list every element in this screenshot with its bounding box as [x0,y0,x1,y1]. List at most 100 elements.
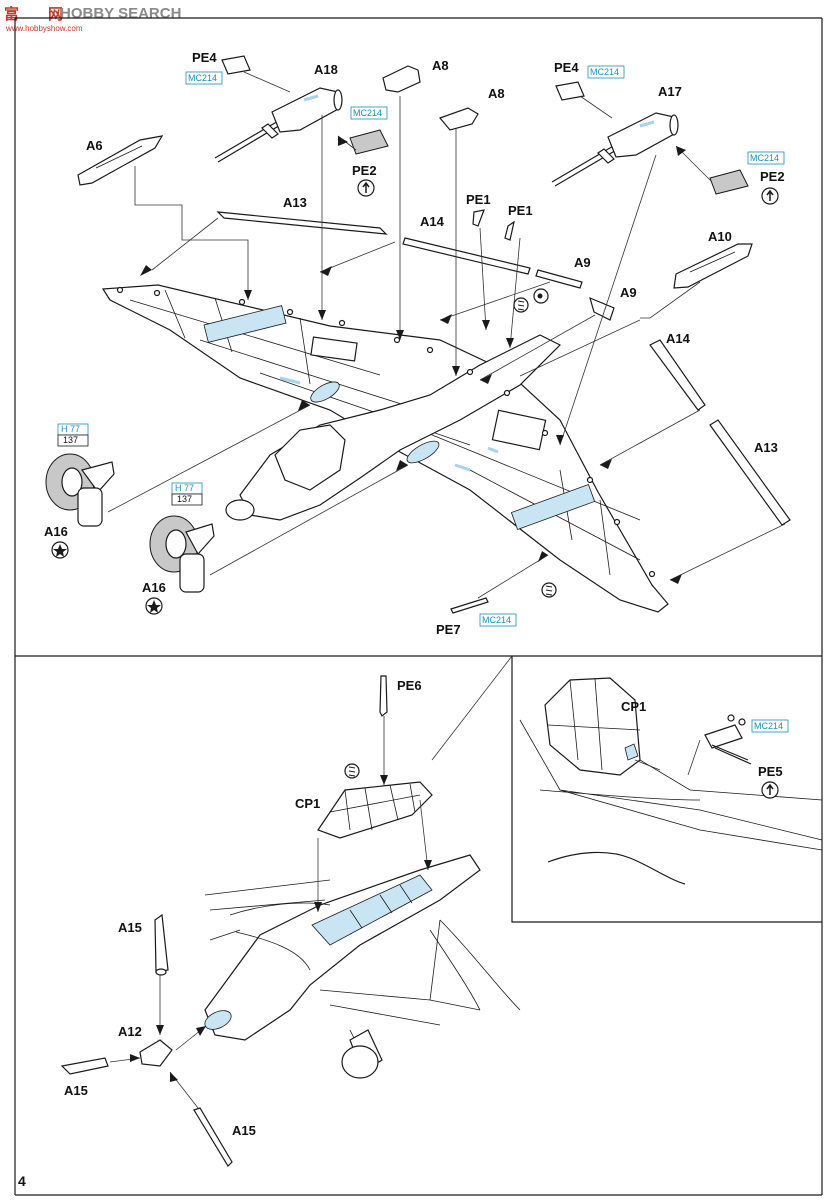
label-pe1-right: PE1 [508,203,533,218]
callout-h77-right: H 77 [175,483,194,493]
part-a16-left [45,453,115,527]
bottom-wheel [341,1045,379,1079]
part-a6 [77,135,164,186]
clear-panel-right [510,484,596,530]
label-a10: A10 [708,229,732,244]
label-a15-top: A15 [118,920,142,935]
part-a18 [214,87,343,163]
cowling [274,424,346,491]
callout-mc214-pe2-left: MC214 [353,108,382,118]
bend-arrow-icon [761,781,779,799]
callout-137-left: 137 [63,435,78,445]
part-pe2-right [709,169,749,195]
label-pe2-left: PE2 [352,163,377,178]
glue-icon [513,297,529,313]
glue-icon [344,763,360,779]
part-a9-mid [589,296,615,321]
wing-assembly [101,284,669,613]
arrowheads-bottom [130,775,432,1082]
arrowheads-top [140,136,686,584]
part-a15-bottom [193,1107,233,1167]
bend-arrow-icon [357,179,375,197]
bottom-fuselage [204,854,481,1041]
callout-mc214-inset: MC214 [754,721,783,731]
callout-mc214-pe4-left: MC214 [188,73,217,83]
callout-mc214-pe2-right: MC214 [750,153,779,163]
label-a17: A17 [658,84,682,99]
part-pe4-right [555,81,585,101]
part-pe4-left [221,55,251,75]
label-pe1-left: PE1 [466,192,491,207]
part-a12 [139,1039,173,1067]
leading-edge-lamp-left [310,381,340,403]
label-a8-top: A8 [432,58,449,73]
clear-panel-left [203,305,287,343]
leading-edge-lamp-right [406,440,440,464]
callout-mc214-pe4-right: MC214 [590,67,619,77]
paint-icon [533,288,549,304]
watermark-brand2: 网 [48,6,63,23]
label-cp1-inset: CP1 [621,699,646,714]
part-a14-top [402,237,531,275]
label-pe6: PE6 [397,678,422,693]
part-a14-right [649,339,706,411]
part-a9-top [535,269,583,289]
label-pe4-right: PE4 [554,60,579,75]
label-a18: A18 [314,62,338,77]
label-a9-mid: A9 [620,285,637,300]
label-a15-bottom: A15 [232,1123,256,1138]
top-view: PE4 MC214 A18 A8 A8 PE4 MC214 A17 A6 MC2… [44,50,791,637]
label-pe7: PE7 [436,622,461,637]
callout-h77-left: H 77 [61,424,80,434]
part-pe7 [450,597,489,614]
label-a15-left: A15 [64,1083,88,1098]
watermark-text: HOBBY SEARCH [60,5,181,22]
watermark-url: www.hobbyshow.com [5,24,83,33]
label-a8-mid: A8 [488,86,505,101]
callout-137-right: 137 [177,494,192,504]
frame [14,17,823,1196]
bend-arrow-icon [761,187,779,205]
part-a13-right [709,419,791,526]
part-a17 [551,112,679,187]
part-pe1-left [472,209,485,227]
part-pe1-right [504,220,515,241]
part-a8-top [382,65,421,93]
optional-star-icon [51,541,69,559]
label-cp1-main: CP1 [295,796,320,811]
wing-bumps [116,286,656,578]
part-a16-right [149,515,215,593]
spinner-hub [225,499,255,521]
page-number: 4 [18,1173,26,1189]
label-a6: A6 [86,138,103,153]
part-a10 [673,243,753,289]
label-a9-top: A9 [574,255,591,270]
watermark-brand: 富 [4,5,19,23]
glue-icon [541,582,557,598]
part-a15-left [60,1057,109,1075]
label-a16-left: A16 [44,524,68,539]
part-a15-top [154,913,169,973]
bottom-canopy-glazing [311,874,433,946]
part-pe2-left [349,129,389,155]
part-pe6 [379,675,388,717]
label-pe5: PE5 [758,764,783,779]
label-a14-top: A14 [420,214,445,229]
label-a13-right: A13 [754,440,778,455]
label-a16-right: A16 [142,580,166,595]
label-a12: A12 [118,1024,142,1039]
part-a8-mid [438,107,479,131]
optional-star-icon [145,597,163,615]
label-pe2-right: PE2 [760,169,785,184]
callout-mc214-pe7: MC214 [482,615,511,625]
label-a14-right: A14 [666,331,691,346]
bottom-view: PE6 CP1 CP1 MC214 PE5 A15 A12 A15 A15 4 [18,655,823,1189]
label-pe4-left: PE4 [192,50,217,65]
inset-canopy-detail [519,677,823,885]
inset-frame [511,656,822,923]
bottom-prop-hub [204,1010,232,1030]
part-a13-top [216,211,388,235]
leader-lines-top [107,71,786,599]
